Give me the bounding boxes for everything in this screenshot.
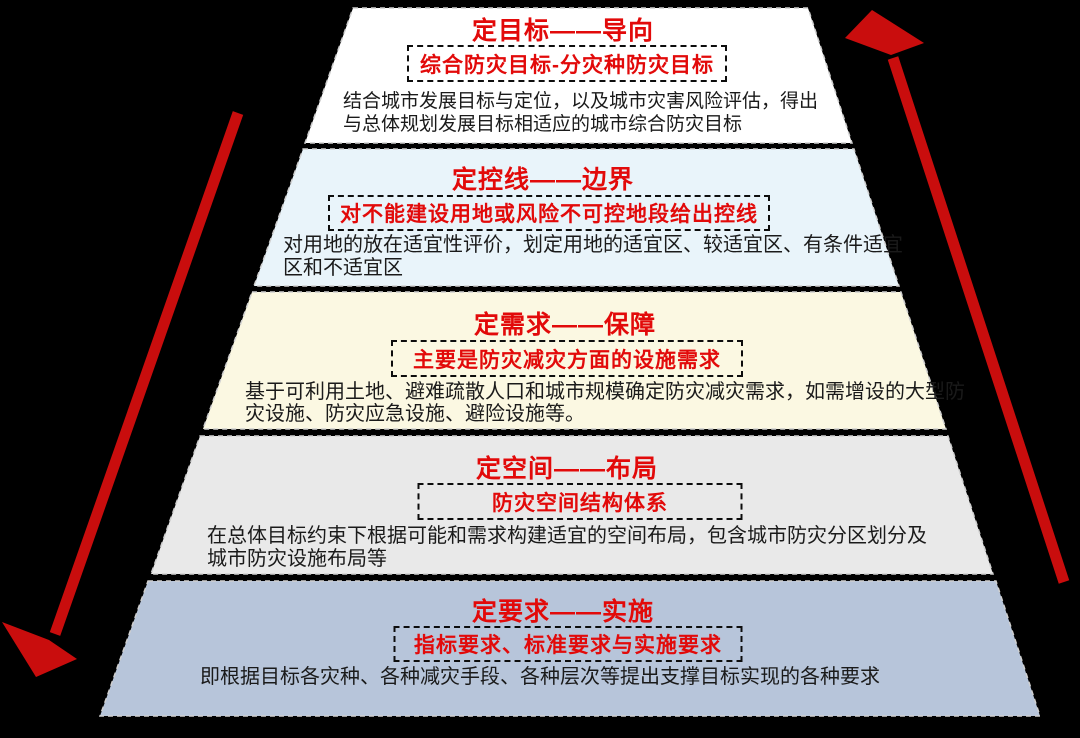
band-box-requirement: 指标要求、标准要求与实施要求 [393,626,743,662]
band-title-space: 定空间——布局 [475,455,659,483]
band-shape-space [149,435,995,575]
body-line: 在总体目标约束下根据可能和需求构建适宜的空间布局，包含城市防灾分区划分及 [207,525,927,547]
band-box-demand: 主要是防灾减灾方面的设施需求 [391,340,743,377]
band-body-goal: 结合城市发展目标与定位，以及城市灾害风险评估，得出 与总体规划发展目标相适应的城… [343,90,818,136]
band-box-label: 指标要求、标准要求与实施要求 [414,634,722,657]
band-title-goal: 定目标——导向 [471,17,655,45]
body-line: 结合城市发展目标与定位，以及城市灾害风险评估，得出 [343,91,819,112]
body-line: 城市防灾设施布局等 [207,548,387,570]
band-body-demand: 基于可利用土地、避难疏散人口和城市规模确定防灾减灾需求，如需增设的大型防 灾设施… [245,381,965,425]
body-line: 基于可利用土地、避难疏散人口和城市规模确定防灾减灾需求，如需增设的大型防 [245,381,965,403]
band-shape-goal [303,7,854,144]
band-body-requirement: 即根据目标各灾种、各种减灾手段、各种层次等提出支撑目标实现的各种要求 [200,666,1080,689]
band-box-label: 综合防灾目标-分灾种防灾目标 [420,53,714,77]
band-box-label: 防灾空间结构体系 [492,491,668,515]
band-title-control-line: 定控线——边界 [451,166,635,194]
band-body-control-line: 对用地的放在适宜性评价，划定用地的适宜区、较适宜区、有条件适宜 区和不适宜区 [283,234,903,280]
down-arrowhead-icon [2,622,77,677]
body-line: 区和不适宜区 [283,257,403,279]
band-box-label: 对不能建设用地或风险不可控地段给出控线 [340,203,758,226]
left-down-arrow [2,111,244,677]
band-title-demand: 定需求——保障 [473,311,657,339]
band-title-requirement: 定要求——实施 [471,598,655,626]
band-box-control-line: 对不能建设用地或风险不可控地段给出控线 [328,195,770,231]
band-body-space: 在总体目标约束下根据可能和需求构建适宜的空间布局，包含城市防灾分区划分及 城市防… [207,525,927,571]
band-shape-requirement [98,580,1042,717]
band-shape-control-line [252,148,901,287]
band-shape-demand [201,291,948,430]
up-arrowhead-icon [845,10,924,55]
body-line: 与总体规划发展目标相适应的城市综合防灾目标 [343,114,743,135]
body-line: 灾设施、防灾应急设施、避险设施等。 [245,403,585,425]
band-box-space: 防灾空间结构体系 [417,483,743,520]
band-box-goal: 综合防灾目标-分灾种防灾目标 [407,45,727,82]
band-box-label: 主要是防灾减灾方面的设施需求 [413,348,721,372]
body-line: 对用地的放在适宜性评价，划定用地的适宜区、较适宜区、有条件适宜 [283,234,903,256]
body-line: 即根据目标各灾种、各种减灾手段、各种层次等提出支撑目标实现的各种要求 [200,666,880,688]
right-up-arrow [845,10,1070,584]
